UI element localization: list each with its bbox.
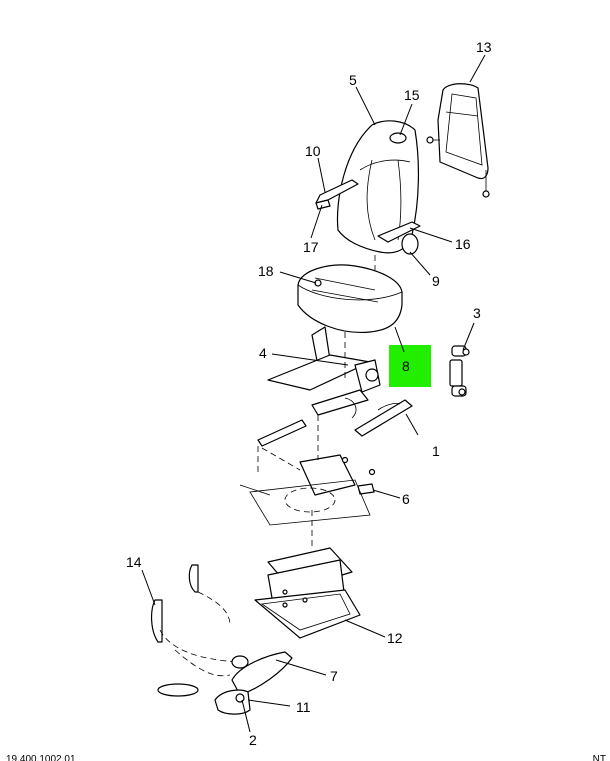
callout-18: 18 — [258, 263, 274, 279]
slide-rails — [257, 399, 413, 475]
seat-pan-frame — [267, 326, 381, 419]
callout-7: 7 — [330, 668, 338, 684]
suspension-base — [254, 510, 361, 639]
control-panel — [157, 629, 293, 715]
side-covers — [151, 564, 231, 643]
left-armrest-10 — [315, 179, 359, 204]
footer-right-code: NT — [592, 755, 606, 761]
shock-absorber — [449, 345, 470, 397]
callout-13: 13 — [476, 39, 492, 55]
callout-6: 6 — [402, 491, 410, 507]
callout-2: 2 — [249, 732, 257, 748]
callout-8[interactable]: 8 — [402, 358, 410, 374]
footer-left-code: 19.400.1002.01 — [6, 755, 76, 761]
callout-5: 5 — [349, 72, 357, 88]
leader-lines — [141, 54, 486, 733]
callout-9: 9 — [432, 273, 440, 289]
callout-17: 17 — [303, 239, 319, 255]
callout-11: 11 — [296, 699, 311, 715]
callout-3: 3 — [473, 305, 481, 321]
headrest-knob-15 — [389, 132, 407, 144]
seat-back — [315, 120, 421, 255]
seat-cushion — [297, 264, 403, 334]
highlight-box-8[interactable] — [389, 345, 431, 387]
callout-15: 15 — [404, 87, 420, 103]
callout-10: 10 — [305, 143, 321, 159]
callout-16: 16 — [455, 236, 471, 252]
callout-14: 14 — [126, 554, 142, 570]
seat-back-frame — [426, 83, 490, 198]
base-plate — [239, 454, 376, 526]
callout-4: 4 — [259, 345, 267, 361]
right-armrest-16 — [377, 221, 421, 243]
callout-1: 1 — [432, 443, 440, 459]
callout-12: 12 — [387, 630, 403, 646]
